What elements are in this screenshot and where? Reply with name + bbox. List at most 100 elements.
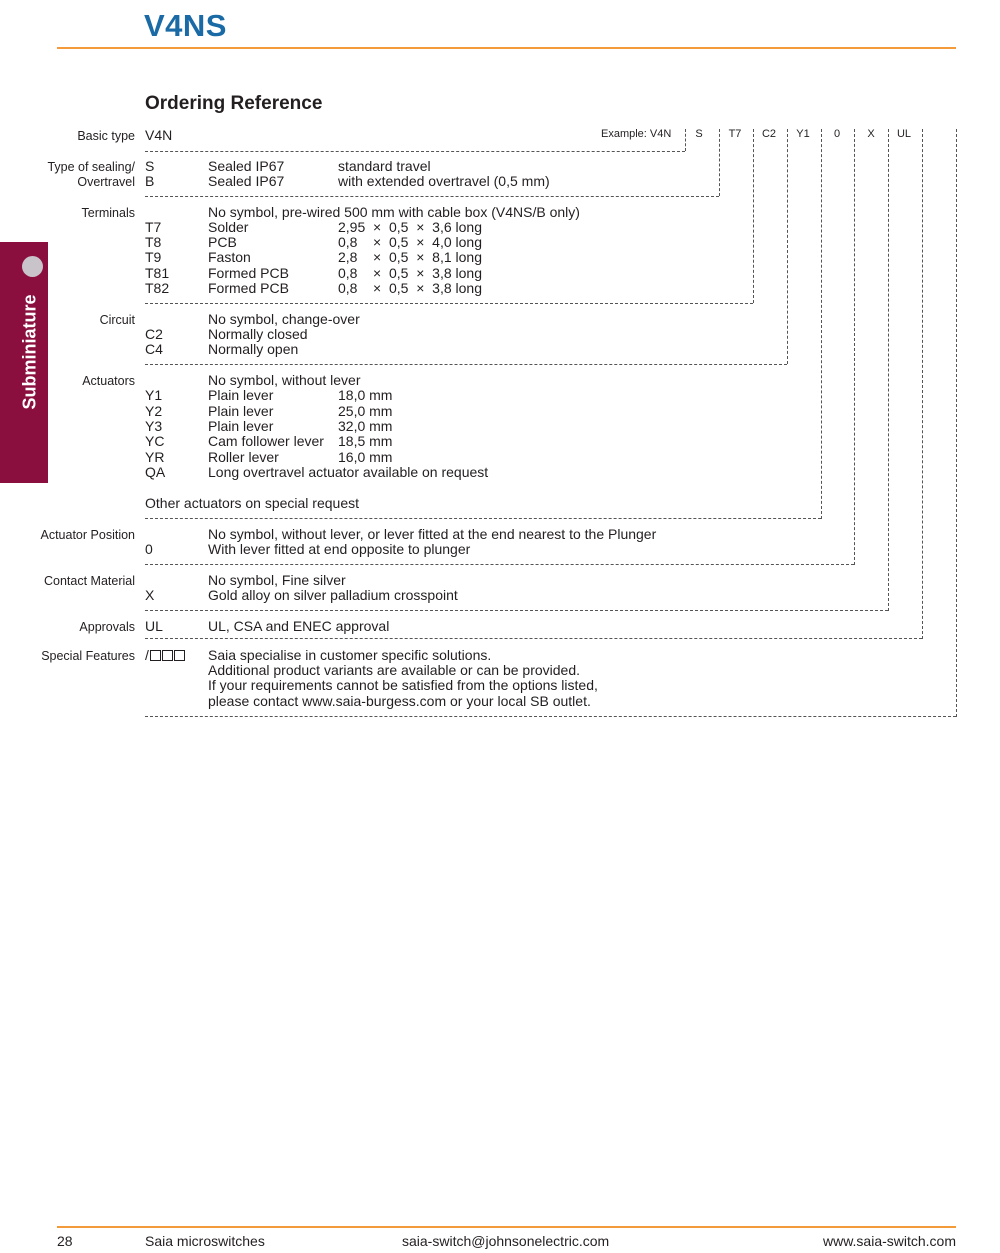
actuator-position-default: No symbol, without lever, or lever fitte…: [208, 526, 657, 542]
terminal-name: PCB: [208, 234, 237, 250]
page-number: 28: [57, 1233, 73, 1249]
connector-line: [753, 129, 754, 303]
row-divider: [145, 610, 888, 611]
actuator-name: Long overtravel actuator available on re…: [208, 464, 489, 480]
actuator-desc: 25,0 mm: [338, 403, 393, 419]
connector-line: [719, 129, 720, 196]
connector-line: [854, 129, 855, 565]
sealing-label: Type of sealing/: [47, 160, 135, 174]
approvals-code: UL: [145, 618, 163, 634]
actuator-code: QA: [145, 464, 166, 480]
row-divider: [145, 518, 821, 519]
actuator-desc: 16,0 mm: [338, 449, 393, 465]
connector-line: [956, 129, 957, 717]
connector-line: [821, 129, 822, 519]
actuator-code: YR: [145, 449, 165, 465]
sealing-desc: with extended overtravel (0,5 mm): [338, 173, 550, 189]
placeholder-box-icon: [149, 650, 161, 661]
special-features-line: Saia specialise in customer specific sol…: [208, 647, 492, 663]
circuit-code: C2: [145, 326, 163, 342]
basic-type-label: Basic type: [77, 129, 135, 143]
terminal-name: Faston: [208, 249, 251, 265]
sealing-code: B: [145, 173, 155, 189]
placeholder-box-icon: [161, 650, 173, 661]
actuators-note: Other actuators on special request: [145, 495, 360, 511]
actuator-name: Plain lever: [208, 403, 274, 419]
actuator-position-code: 0: [145, 541, 153, 557]
example-code-position: 0: [833, 128, 841, 140]
connector-line: [922, 129, 923, 639]
actuator-position-label: Actuator Position: [40, 528, 136, 542]
special-features-line: Additional product variants are availabl…: [208, 662, 581, 678]
footer-rule: [57, 1226, 956, 1228]
circuit-default: No symbol, change-over: [208, 311, 360, 327]
sealing-name: Sealed IP67: [208, 158, 285, 174]
sealing-desc: standard travel: [338, 158, 431, 174]
special-features-line: If your requirements cannot be satisfied…: [208, 677, 598, 693]
page-title: V4NS: [144, 8, 227, 43]
example-code-approval: UL: [896, 128, 912, 140]
actuator-code: Y1: [145, 387, 163, 403]
actuator-desc: 18,5 mm: [338, 433, 393, 449]
special-features-label: Special Features: [41, 649, 135, 663]
actuator-name: Plain lever: [208, 418, 274, 434]
actuator-code: Y2: [145, 403, 163, 419]
terminal-code: T81: [145, 265, 170, 281]
footer-website[interactable]: www.saia-switch.com: [822, 1233, 956, 1249]
side-tab: [0, 242, 48, 483]
side-tab-label: Subminiature: [19, 294, 40, 410]
side-tab-dot: [22, 256, 43, 277]
terminal-code: T9: [145, 249, 162, 265]
circuit-label: Circuit: [99, 313, 135, 327]
sealing-label: Overtravel: [77, 175, 135, 189]
actuator-code: YC: [145, 433, 165, 449]
row-divider: [145, 564, 854, 565]
special-features-line: please contact www.saia-burgess.com or y…: [208, 693, 591, 709]
actuator-desc: 18,0 mm: [338, 387, 393, 403]
example-code-actuator: Y1: [796, 128, 810, 140]
special-features-prefix: /: [145, 647, 149, 663]
row-divider: [145, 303, 753, 304]
row-divider: [145, 716, 956, 717]
special-features-code: /: [145, 647, 185, 663]
terminals-default: No symbol, pre-wired 500 mm with cable b…: [208, 204, 580, 220]
example-code-contact: X: [867, 128, 875, 140]
row-divider: [145, 638, 922, 639]
row-divider: [145, 151, 685, 152]
circuit-name: Normally closed: [208, 326, 308, 342]
sealing-code: S: [145, 158, 155, 174]
circuit-name: Normally open: [208, 341, 299, 357]
terminal-name: Solder: [208, 219, 249, 235]
actuators-label: Actuators: [82, 374, 135, 388]
terminal-code: T8: [145, 234, 162, 250]
basic-type-code: V4N: [145, 127, 173, 143]
contact-material-default: No symbol, Fine silver: [208, 572, 346, 588]
footer-email[interactable]: saia-switch@johnsonelectric.com: [402, 1233, 610, 1249]
terminal-code: T7: [145, 219, 162, 235]
row-divider: [145, 364, 787, 365]
example-label: Example: V4N: [601, 128, 672, 140]
actuator-name: Plain lever: [208, 387, 274, 403]
terminal-name: Formed PCB: [208, 265, 289, 281]
terminal-desc: 0,8 × 0,5 × 3,8 long: [338, 265, 482, 281]
terminal-desc: 0,8 × 0,5 × 3,8 long: [338, 280, 482, 296]
example-code-circuit: C2: [761, 128, 777, 140]
circuit-code: C4: [145, 341, 163, 357]
section-title: Ordering Reference: [145, 93, 323, 114]
header-rule: [57, 47, 956, 49]
actuator-name: Roller lever: [208, 449, 279, 465]
terminals-label: Terminals: [81, 206, 136, 220]
connector-line: [685, 129, 686, 151]
terminal-desc: 0,8 × 0,5 × 4,0 long: [338, 234, 482, 250]
example-code-terminal: T7: [728, 128, 742, 140]
contact-material-label: Contact Material: [43, 574, 135, 588]
approvals-label: Approvals: [79, 620, 135, 634]
terminal-name: Formed PCB: [208, 280, 289, 296]
approvals-name: UL, CSA and ENEC approval: [208, 618, 390, 634]
terminal-code: T82: [145, 280, 170, 296]
actuator-position-name: With lever fitted at end opposite to plu…: [208, 541, 471, 557]
connector-line: [787, 129, 788, 364]
actuator-code: Y3: [145, 418, 163, 434]
contact-material-name: Gold alloy on silver palladium crosspoin…: [208, 587, 458, 603]
contact-material-code: X: [145, 587, 155, 603]
